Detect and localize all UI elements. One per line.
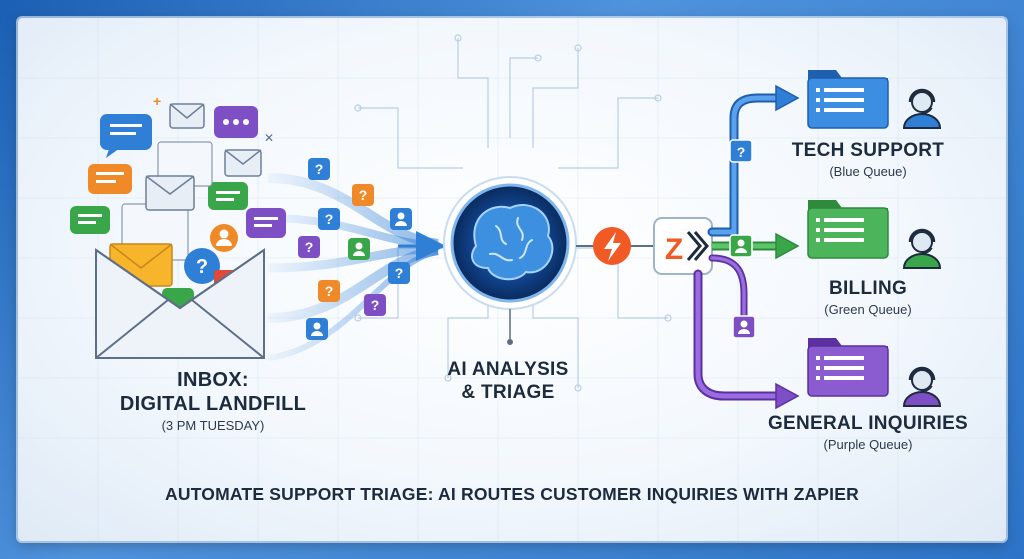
svg-text:?: ? — [196, 256, 208, 278]
question-icon: ? — [388, 262, 410, 284]
diagram-frame: ? + ✕ ? ? ? ? ? ? ? — [18, 18, 1006, 541]
svg-text:?: ? — [359, 187, 368, 203]
footer-title: AUTOMATE SUPPORT TRIAGE: AI ROUTES CUSTO… — [165, 484, 859, 504]
person-icon — [348, 238, 370, 260]
ai-label: AI ANALYSIS & TRIAGE — [438, 358, 578, 404]
question-icon: ? — [184, 248, 220, 284]
svg-text:?: ? — [325, 211, 334, 227]
inbox-subtitle: (3 PM TUESDAY) — [161, 418, 265, 433]
svg-text:+: + — [153, 93, 161, 109]
queue-name: BILLING — [828, 278, 908, 299]
question-icon: ? — [352, 184, 374, 206]
inbox-envelope-pile: ? + ✕ — [70, 93, 286, 359]
lightning-icon — [593, 227, 631, 265]
question-icon: ? — [364, 294, 386, 316]
chat-bubble-icon — [208, 182, 248, 210]
route-tech-support: ? — [707, 84, 800, 237]
diagram-canvas: ? + ✕ ? ? ? ? ? ? ? — [18, 18, 1006, 541]
svg-text:✕: ✕ — [264, 131, 274, 145]
inbox-title-line2: DIGITAL LANDFILL — [119, 393, 307, 415]
open-envelope-icon — [95, 248, 265, 359]
zapier-icon: Z — [653, 217, 713, 275]
question-icon: ? — [318, 208, 340, 230]
question-icon: ? — [308, 158, 330, 180]
person-icon — [306, 318, 328, 340]
chat-bubble-icon — [70, 206, 110, 234]
queue-name: TECH SUPPORT — [791, 140, 945, 161]
ai-label-line1: AI ANALYSIS — [447, 359, 569, 380]
queue-general-inquiries-label: GENERAL INQUIRIES (Purple Queue) — [763, 413, 973, 452]
queue-name: GENERAL INQUIRIES — [767, 413, 969, 434]
svg-text:?: ? — [305, 239, 314, 255]
svg-text:?: ? — [395, 265, 404, 281]
envelope-icon — [224, 149, 262, 177]
question-icon: ? — [298, 236, 320, 258]
person-icon — [390, 208, 412, 230]
svg-text:Z: Z — [665, 233, 683, 266]
chat-bubble-icon — [100, 114, 152, 158]
folder-icon — [807, 200, 889, 259]
route-general-inquiries — [693, 254, 800, 410]
queue-billing-label: BILLING (Green Queue) — [788, 278, 948, 317]
question-icon: ? — [318, 280, 340, 302]
flying-message-icons: ? ? ? ? ? ? ? — [298, 158, 412, 340]
headset-agent-icon — [902, 228, 942, 269]
svg-text:?: ? — [325, 283, 334, 299]
ai-label-line2: & TRIAGE — [461, 382, 555, 403]
envelope-icon — [145, 175, 195, 211]
svg-text:?: ? — [737, 144, 746, 160]
person-icon — [210, 224, 238, 252]
inbox-title-line1: INBOX: — [177, 369, 249, 391]
inbox-label: INBOX: DIGITAL LANDFILL (3 PM TUESDAY) — [113, 368, 313, 433]
headset-agent-icon — [902, 88, 942, 129]
queue-subtitle: (Green Queue) — [824, 302, 912, 317]
queue-tech-support-label: TECH SUPPORT (Blue Queue) — [778, 140, 958, 179]
svg-text:?: ? — [371, 297, 380, 313]
svg-text:?: ? — [315, 161, 324, 177]
envelope-icon — [169, 103, 205, 129]
folder-icon — [807, 338, 889, 397]
brain-icon — [443, 176, 577, 345]
chat-bubble-icon — [246, 208, 286, 238]
route-billing — [712, 232, 800, 260]
chat-bubble-icon — [214, 106, 258, 138]
headset-agent-icon — [902, 366, 942, 407]
folder-icon — [807, 70, 889, 129]
queue-subtitle: (Blue Queue) — [829, 164, 907, 179]
inbox-flow-streaks — [267, 173, 439, 361]
queue-subtitle: (Purple Queue) — [823, 437, 913, 452]
chat-bubble-icon — [88, 164, 132, 194]
